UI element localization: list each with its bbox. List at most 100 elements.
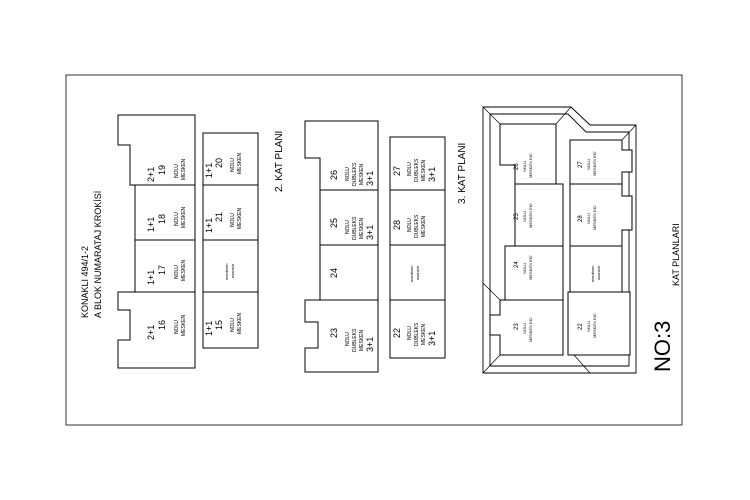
floor3-unit-28-label: 28 NOLU DUBLEKS MESKEN — [392, 214, 427, 238]
unit-label-mesken: MESKEN — [359, 329, 365, 351]
unit-label-mesken: MESKEN — [237, 152, 243, 174]
unit-label-mesken: MESKEN — [181, 206, 187, 228]
floor2-unit-19-label: 2+1 19 NOLU MESKEN — [146, 158, 187, 182]
unit-type: 1+1 — [204, 218, 214, 233]
unit-number: 24 — [329, 268, 339, 278]
roof-unit-25-label: 25 NOLU MESKEN EKİ — [514, 204, 533, 228]
unit-label-nolu: NOLU — [174, 320, 180, 334]
unit-label-mesken-eki: MESKEN EKİ — [528, 204, 533, 228]
floor2-unit-19 — [117, 114, 196, 186]
header-line2: A BLOK NUMARATAJ KROKİSİ — [93, 191, 103, 318]
unit-number: 27 — [578, 161, 584, 168]
unit-number: 28 — [392, 220, 402, 230]
unit-number: 22 — [392, 328, 402, 338]
floor2-core — [202, 239, 259, 293]
core-label-elevator: asansör — [415, 265, 420, 280]
unit-type: 3+1 — [365, 337, 375, 352]
unit-type: 1+1 — [204, 321, 214, 336]
core-label-stairs: merdiven — [224, 264, 229, 280]
core-label-elevator: asansör — [596, 265, 601, 280]
roof-ridge — [555, 106, 572, 125]
unit-number: 19 — [157, 165, 167, 175]
floor3-unit-24-label: 24 — [329, 268, 339, 278]
roof-plan: 26 NOLU MESKEN EKİ 25 NOLU MESKEN EKİ 24… — [482, 106, 637, 374]
unit-label-nolu: NOLU — [522, 323, 527, 334]
floor3-unit-22-label: 22 NOLU DUBLEKS MESKEN 3+1 — [392, 322, 437, 346]
floor2-plan: 2+1 19 NOLU MESKEN 1+1 18 NOLU MESKEN 1+… — [117, 114, 285, 369]
roof-unit-27-label: 27 NOLU MESKEN EKİ — [578, 152, 597, 176]
unit-label-mesken-eki: MESKEN EKİ — [592, 206, 597, 230]
unit-number: 22 — [578, 323, 584, 330]
unit-label-mesken-eki: MESKEN EKİ — [528, 154, 533, 178]
unit-label-mesken: MESKEN — [237, 207, 243, 229]
sheet-number: NO:3 — [650, 321, 675, 372]
unit-number: 25 — [329, 218, 339, 228]
unit-label-nolu: NOLU — [345, 220, 351, 234]
sheet-subtitle: KAT PLANLARI — [671, 223, 681, 286]
floor2-unit-18-label: 1+1 18 NOLU MESKEN — [146, 206, 187, 232]
unit-number: 28 — [578, 215, 584, 222]
core-label-stairs: merdiven — [590, 266, 595, 282]
unit-number: 17 — [157, 265, 167, 275]
unit-type: 3+1 — [365, 225, 375, 240]
roof-ridge — [482, 282, 501, 301]
roof-unit-25 — [514, 183, 564, 247]
floor3-unit-25 — [319, 189, 379, 246]
floor3-unit-27-label: 27 NOLU DUBLEKS MESKEN 3+1 — [392, 158, 437, 182]
roof-unit-23 — [489, 299, 564, 356]
unit-label-nolu: NOLU — [345, 332, 351, 346]
sheet-border — [65, 74, 683, 426]
floor2-core-label: merdiven asansör — [224, 263, 235, 280]
unit-label-nolu: NOLU — [522, 161, 527, 172]
roof-unit-22 — [567, 291, 631, 356]
floor2-unit-17-label: 1+1 17 NOLU MESKEN — [146, 259, 187, 285]
roof-unit-28-label: 28 NOLU MESKEN EKİ — [578, 206, 597, 230]
floor2-title: 2. KAT PLANI — [274, 131, 285, 192]
unit-label-mesken: MESKEN — [359, 217, 365, 239]
floor2-unit-18 — [134, 184, 196, 241]
roof-core — [569, 245, 623, 293]
unit-number: 25 — [514, 213, 520, 220]
floor3-unit-23-label: 23 NOLU DUBLEKS MESKEN 3+1 — [329, 328, 375, 352]
floor2-unit-16 — [117, 291, 196, 369]
unit-type: 2+1 — [146, 325, 156, 340]
floor2-unit-21-label: 1+1 21 NOLU MESKEN — [204, 207, 243, 233]
header: KONAKLI 494/1-2 A BLOK NUMARATAJ KROKİSİ — [80, 191, 103, 318]
unit-label-mesken: MESKEN — [421, 323, 427, 345]
unit-label-mesken: MESKEN — [181, 259, 187, 281]
floor3-unit-22 — [389, 299, 446, 359]
unit-label-nolu: NOLU — [522, 211, 527, 222]
floor3-core-label: merdiven asansör — [409, 265, 420, 282]
floor2-unit-20-label: 1+1 20 NOLU MESKEN — [204, 152, 243, 178]
unit-label-nolu: NOLU — [407, 218, 413, 232]
unit-number: 15 — [214, 320, 224, 330]
floor2-unit-15 — [202, 291, 259, 349]
floor2-unit-21 — [202, 184, 259, 241]
unit-label-nolu: NOLU — [407, 162, 413, 176]
sheet-title: NO:3 KAT PLANLARI — [650, 223, 681, 372]
unit-label-dubleks: DUBLEKS — [352, 162, 358, 186]
unit-label-nolu: NOLU — [174, 164, 180, 178]
unit-label-nolu: NOLU — [174, 265, 180, 279]
floor3-unit-25-label: 25 NOLU DUBLEKS MESKEN 3+1 — [329, 216, 375, 240]
roof-ridge — [621, 124, 637, 141]
unit-label-mesken: MESKEN — [181, 158, 187, 180]
floor3-unit-26-label: 26 NOLU DUBLEKS MESKEN 3+1 — [329, 162, 375, 186]
unit-type: 3+1 — [365, 171, 375, 186]
unit-label-nolu: NOLU — [586, 213, 591, 224]
unit-type: 1+1 — [204, 163, 214, 178]
unit-type: 1+1 — [146, 217, 156, 232]
unit-number: 23 — [329, 328, 339, 338]
unit-number: 16 — [157, 320, 167, 330]
unit-label-mesken: MESKEN — [181, 314, 187, 336]
unit-label-mesken: MESKEN — [359, 163, 365, 185]
unit-label-dubleks: DUBLEKS — [414, 158, 420, 182]
unit-number: 24 — [514, 261, 520, 268]
roof-ridge — [573, 354, 591, 374]
floor3-title: 3. KAT PLANI — [457, 143, 468, 204]
unit-label-dubleks: DUBLEKS — [352, 328, 358, 352]
roof-unit-24 — [504, 245, 564, 301]
floor2-unit-16-label: 2+1 16 NOLU MESKEN — [146, 314, 187, 340]
roof-core-label: merdiven asansör — [590, 265, 601, 282]
unit-number: 21 — [214, 212, 224, 222]
